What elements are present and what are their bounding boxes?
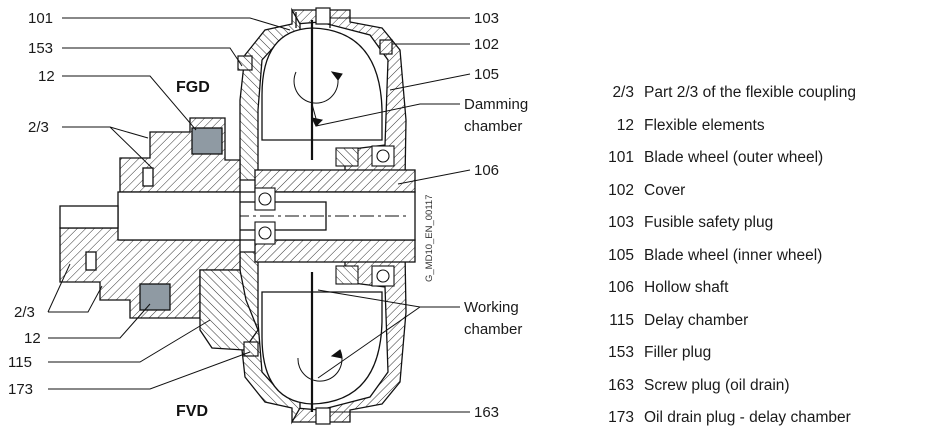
legend-part-number: 105 <box>608 246 634 264</box>
callout-102: 102 <box>474 36 499 53</box>
legend-row: 173 Oil drain plug - delay chamber <box>596 409 926 442</box>
bearings <box>254 145 395 287</box>
legend-part-number: 102 <box>608 181 634 199</box>
legend-row: 12 Flexible elements <box>596 117 926 150</box>
callout-12-top: 12 <box>38 68 55 85</box>
legend-row: 153 Filler plug <box>596 344 926 377</box>
legend-part-description: Flexible elements <box>644 116 765 134</box>
legend-part-number: 101 <box>608 149 634 166</box>
section-label-top: FGD <box>176 79 210 96</box>
blade-wheel-chambers <box>261 12 383 412</box>
callout-2-3-top: 2/3 <box>28 119 49 136</box>
legend-row: 106 Hollow shaft <box>596 279 926 312</box>
legend-part-number: 12 <box>616 116 634 134</box>
legend-part-description: Filler plug <box>644 344 712 361</box>
callout-103: 103 <box>474 10 499 27</box>
drawing-id: G_MD10_EN_00117 <box>424 195 435 283</box>
legend-part-description: Blade wheel (inner wheel) <box>644 246 823 264</box>
legend-part-description: Cover <box>644 181 686 199</box>
parts-legend: 2/3 Part 2/3 of the flexible coupling 12 Fl… <box>596 84 926 442</box>
legend-part-description: Fusible safety plug <box>644 214 774 231</box>
rotation-arrows <box>293 71 343 382</box>
hollow-shaft <box>60 169 416 263</box>
legend-part-number: 163 <box>608 376 634 394</box>
callout-173: 173 <box>8 381 33 398</box>
legend-part-description: Hollow shaft <box>644 279 729 296</box>
callout-153: 153 <box>28 40 53 57</box>
callout-106: 106 <box>474 162 499 179</box>
legend-row: 102 Cover <box>596 182 926 215</box>
flexible-coupling <box>59 117 259 351</box>
callout-115: 115 <box>8 354 32 371</box>
section-label-bottom: FVD <box>176 403 208 420</box>
legend-row: 163 Screw plug (oil drain) <box>596 377 926 410</box>
legend-row: 101 Blade wheel (outer wheel) <box>596 149 926 182</box>
label-damming-line1: Damming <box>464 96 528 113</box>
callout-105: 105 <box>474 66 499 83</box>
legend-part-number: 2/3 <box>612 84 634 101</box>
legend-part-description: Oil drain plug - delay chamber <box>644 409 851 426</box>
callout-2-3-bottom: 2/3 <box>14 304 35 321</box>
legend-part-number: 103 <box>608 214 634 231</box>
label-working-line2: chamber <box>464 321 522 338</box>
legend-row: 105 Blade wheel (inner wheel) <box>596 247 926 280</box>
legend-part-description: Part 2/3 of the flexible coupling <box>644 84 856 101</box>
callout-163: 163 <box>474 404 499 421</box>
callouts: 101 153 12 2/3 2/3 12 115 173 103 102 10… <box>8 10 528 421</box>
legend-part-number: 106 <box>608 279 634 296</box>
legend-row: 2/3 Part 2/3 of the flexible coupling <box>596 84 926 117</box>
legend-part-description: Blade wheel (outer wheel) <box>644 149 824 166</box>
legend-part-number: 115 <box>609 311 634 329</box>
callout-101: 101 <box>28 10 53 27</box>
label-damming-line2: chamber <box>464 118 522 135</box>
legend-part-description: Screw plug (oil drain) <box>644 376 790 394</box>
leader-lines <box>47 17 471 413</box>
legend-row: 103 Fusible safety plug <box>596 214 926 247</box>
legend-row: 115 Delay chamber <box>596 312 926 345</box>
callout-12-bottom: 12 <box>24 330 41 347</box>
coupling-cross-section: 101 153 12 2/3 2/3 12 115 173 103 102 10… <box>8 7 528 425</box>
legend-part-description: Delay chamber <box>644 311 749 329</box>
legend-part-number: 153 <box>608 344 634 361</box>
drawing-canvas: 101 153 12 2/3 2/3 12 115 173 103 102 10… <box>8 7 856 426</box>
label-working-line1: Working <box>464 299 519 316</box>
legend-part-number: 173 <box>608 409 634 426</box>
